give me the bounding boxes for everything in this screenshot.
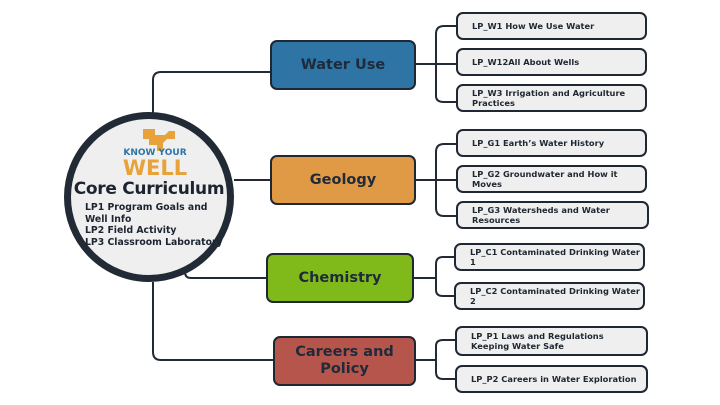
lesson-node[interactable]: LP_P1 Laws and Regulations Keeping Water… xyxy=(455,326,648,356)
lesson-label: LP_C2 Contaminated Drinking Water 2 xyxy=(470,286,640,306)
lesson-node[interactable]: LP_C1 Contaminated Drinking Water 1 xyxy=(454,243,645,271)
lesson-node[interactable]: LP_P2 Careers in Water Exploration xyxy=(455,365,648,393)
core-lesson-line: LP3 Classroom Laboratory xyxy=(85,236,223,248)
core-curriculum-node[interactable]: KNOW YOUR WELL Core Curriculum LP1 Progr… xyxy=(64,112,234,282)
lesson-label: LP_G1 Earth’s Water History xyxy=(472,138,605,148)
lesson-label: LP_P1 Laws and Regulations Keeping Water… xyxy=(471,331,604,351)
link-core-chemistry xyxy=(184,268,268,279)
lesson-label: LP_W12All About Wells xyxy=(472,57,580,67)
logo-text-top: KNOW YOUR xyxy=(123,148,186,158)
know-your-well-logo: KNOW YOUR WELL xyxy=(123,129,187,177)
lesson-label: LP_P2 Careers in Water Exploration xyxy=(471,374,637,384)
lesson-node[interactable]: LP_W12All About Wells xyxy=(456,48,647,76)
link-water-use-lessons xyxy=(414,25,457,103)
core-lesson-line: Well Info xyxy=(85,213,132,225)
link-core-water-use xyxy=(152,71,272,114)
topic-label: Chemistry xyxy=(298,269,382,286)
lesson-label: LP_G3 Watersheds and Water Resources xyxy=(472,205,610,225)
lesson-label: LP_W3 Irrigation and Agriculture Practic… xyxy=(472,88,626,108)
link-chemistry-lessons xyxy=(412,256,455,297)
lesson-label: LP_W1 How We Use Water xyxy=(472,21,595,31)
link-core-careers xyxy=(152,282,275,361)
logo-text-bottom: WELL xyxy=(123,156,187,177)
lesson-label: LP_G2 Groundwater and How it Moves xyxy=(472,169,618,189)
topic-label: Water Use xyxy=(300,56,386,73)
core-title: Core Curriculum xyxy=(73,179,225,199)
core-lesson-line: LP2 Field Activity xyxy=(85,225,177,236)
lesson-node[interactable]: LP_C2 Contaminated Drinking Water 2 xyxy=(454,282,645,310)
lesson-node[interactable]: LP_G1 Earth’s Water History xyxy=(456,129,647,157)
lesson-node[interactable]: LP_W1 How We Use Water xyxy=(456,12,647,40)
link-geology-lessons xyxy=(414,143,457,217)
lesson-node[interactable]: LP_W3 Irrigation and Agriculture Practic… xyxy=(456,84,647,112)
lesson-node[interactable]: LP_G3 Watersheds and Water Resources xyxy=(456,201,649,229)
topic-careers-and-policy[interactable]: Careers and Policy xyxy=(273,336,416,386)
core-lesson-line: LP1 Program Goals and xyxy=(85,202,208,213)
topic-label: Geology xyxy=(309,171,377,188)
link-careers-lessons xyxy=(414,339,455,380)
core-lessons-list: LP1 Program Goals and Well Info LP2 Fiel… xyxy=(85,202,223,248)
topic-geology[interactable]: Geology xyxy=(270,155,416,205)
topic-water-use[interactable]: Water Use xyxy=(270,40,416,90)
topic-label: Careers and Policy xyxy=(295,344,394,377)
lesson-label: LP_C1 Contaminated Drinking Water 1 xyxy=(470,247,640,267)
topic-chemistry[interactable]: Chemistry xyxy=(266,253,414,303)
lesson-node[interactable]: LP_G2 Groundwater and How it Moves xyxy=(456,165,647,193)
